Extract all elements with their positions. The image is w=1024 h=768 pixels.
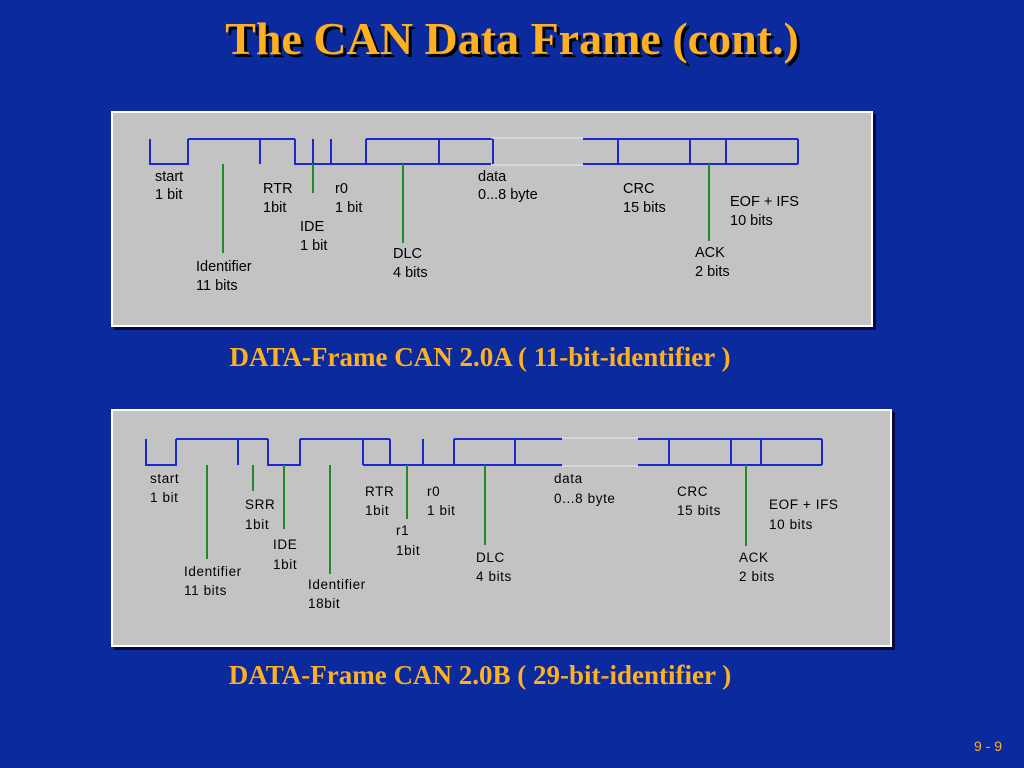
crc-label: CRC 15 bits [623, 181, 666, 216]
ack-label: ACK 2 bits [695, 245, 730, 280]
frame-b-diagram-panel: start 1 bit Identifier 11 bits SRR 1bit … [111, 409, 892, 647]
r0-label: r0 1 bit [427, 484, 456, 518]
dlc-label: DLC 4 bits [476, 550, 512, 584]
rtr-label: RTR 1bit [263, 181, 297, 216]
data-label: data 0...8 byte [478, 169, 538, 203]
ide-label: IDE 1bit [273, 537, 302, 572]
r0-label: r0 1 bit [335, 181, 362, 216]
frame-b-pointers [206, 465, 747, 574]
data-label: data 0...8 byte [554, 471, 616, 506]
crc-label: CRC 15 bits [677, 484, 721, 518]
frame-b-signal [145, 437, 823, 467]
rtr-label: RTR 1bit [365, 484, 399, 518]
start-label: start 1 bit [150, 471, 184, 505]
frame-a-signal [149, 137, 799, 166]
frame-a-pointers [222, 164, 710, 253]
eof-label: EOF + IFS 10 bits [730, 194, 803, 229]
frame-a-caption: DATA-Frame CAN 2.0A ( 11-bit-identifier … [229, 342, 731, 372]
frame-a-diagram-panel: start 1 bit Identifier 11 bits RTR 1bit … [111, 111, 873, 327]
dlc-label: DLC 4 bits [393, 246, 428, 281]
frame-b-caption: DATA-Frame CAN 2.0B ( 29-bit-identifier … [228, 660, 732, 690]
ack-label: ACK 2 bits [739, 550, 775, 584]
slide-title: The CAN Data Frame (cont.) [225, 13, 799, 64]
ide-label: IDE 1 bit [300, 219, 328, 254]
frame-b-diagram: start 1 bit Identifier 11 bits SRR 1bit … [145, 437, 843, 611]
eof-label: EOF + IFS 10 bits [769, 497, 843, 532]
identifier-label: Identifier 11 bits [196, 259, 256, 294]
frame-a-diagram: start 1 bit Identifier 11 bits RTR 1bit … [149, 137, 803, 294]
identifier-11-label: Identifier 11 bits [184, 564, 246, 598]
start-label: start 1 bit [155, 169, 187, 203]
r1-label: r1 1bit [396, 523, 420, 558]
srr-label: SRR 1bit [245, 497, 280, 532]
page-number: 9 - 9 [973, 738, 1002, 754]
identifier-18-label: Identifier 18bit [308, 577, 370, 611]
